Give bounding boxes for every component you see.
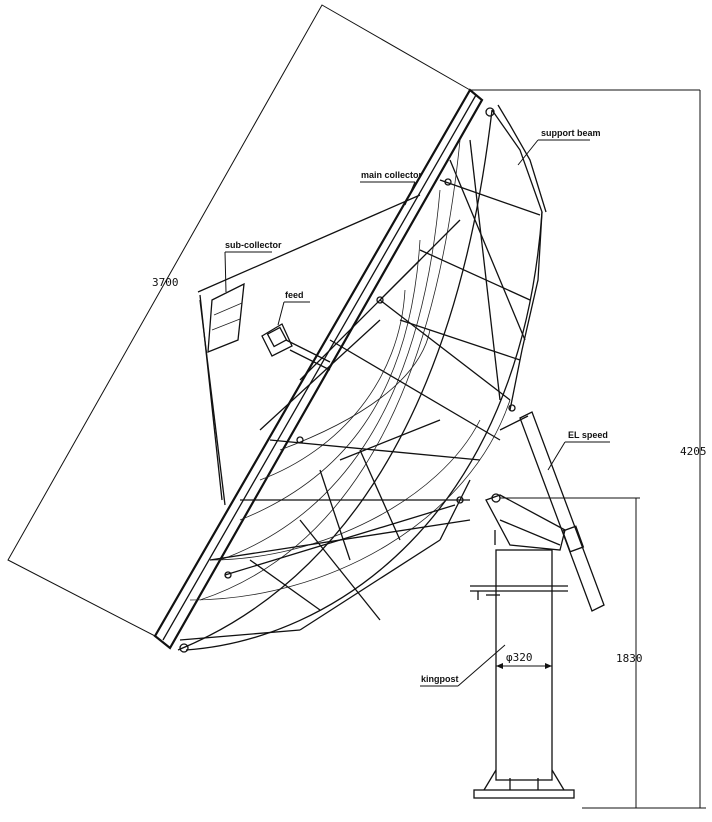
label-el-speed: EL speed bbox=[568, 430, 608, 440]
label-sub-collector: sub-collector bbox=[225, 240, 282, 250]
dim-post-diameter: φ320 bbox=[506, 651, 533, 664]
main-collector bbox=[153, 88, 543, 651]
label-feed: feed bbox=[285, 290, 304, 300]
feed-horn bbox=[261, 323, 331, 371]
label-support-beam: support beam bbox=[541, 128, 601, 138]
elevation-strut bbox=[499, 411, 605, 612]
dim-pedestal-height: 1830 bbox=[616, 652, 643, 665]
kingpost bbox=[470, 549, 575, 799]
dim-diameter: 3700 bbox=[152, 276, 179, 289]
height-dimensions bbox=[496, 90, 706, 809]
sub-collector bbox=[197, 194, 421, 506]
label-kingpost: kingpost bbox=[421, 674, 459, 684]
label-main-collector: main collector bbox=[361, 170, 423, 180]
support-beam-frame bbox=[179, 104, 547, 653]
diameter-dimension bbox=[7, 4, 700, 637]
dim-total-height: 4205 bbox=[680, 445, 707, 458]
label-leaders bbox=[224, 139, 610, 687]
elevation-mount bbox=[485, 493, 566, 551]
